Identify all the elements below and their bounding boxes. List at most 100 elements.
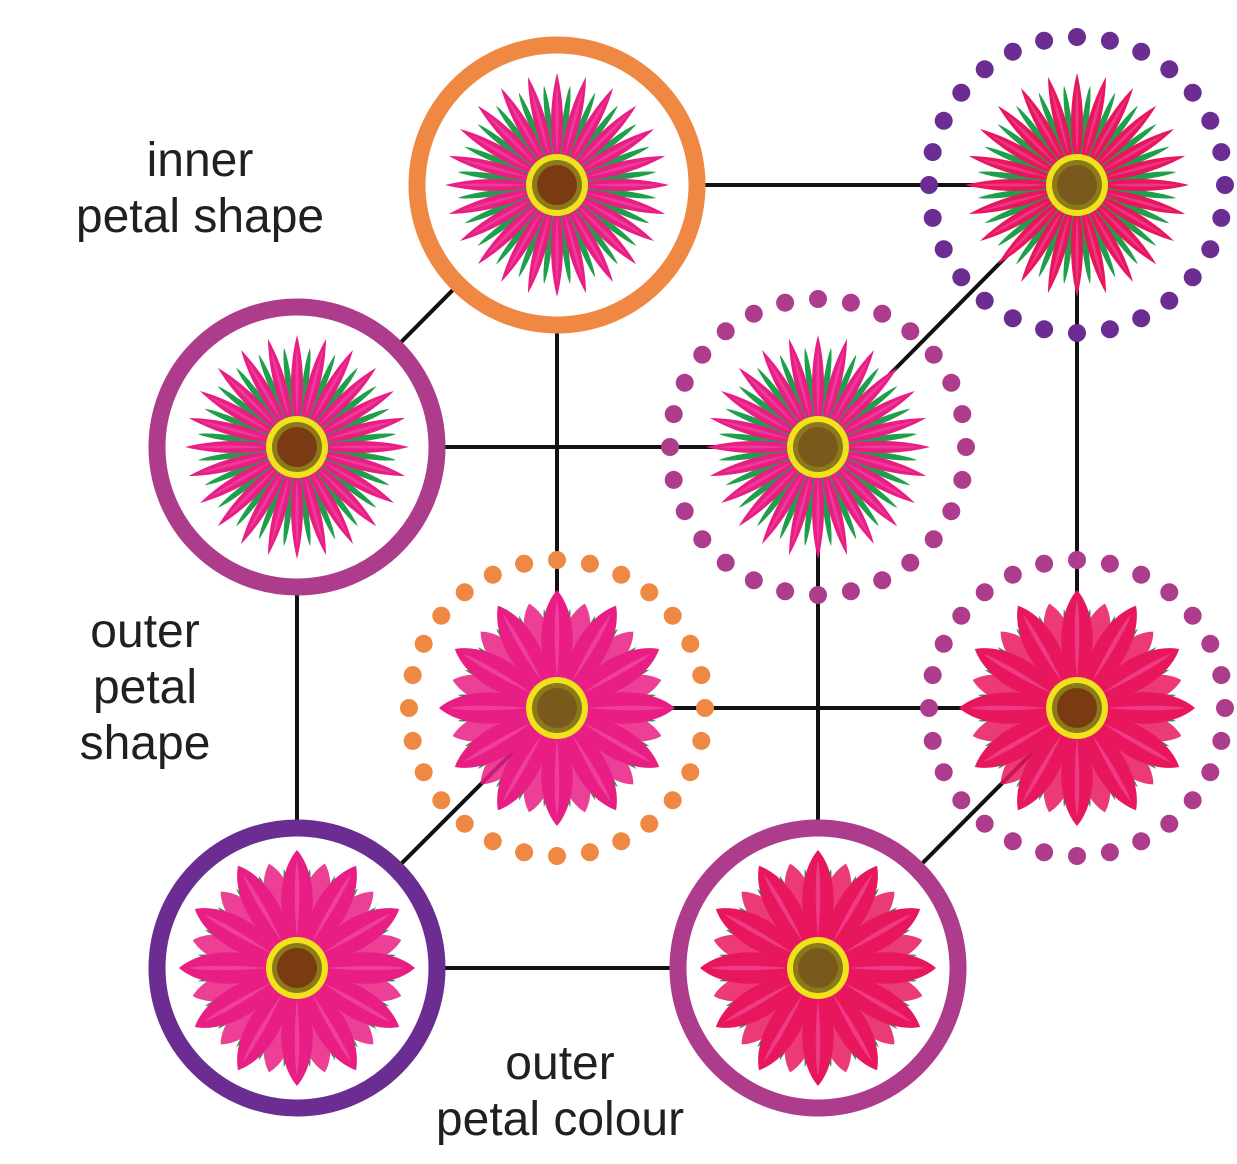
ring-dot bbox=[484, 832, 502, 850]
ring-dot bbox=[873, 305, 891, 323]
ring-dot bbox=[776, 294, 794, 312]
ring-dot bbox=[404, 666, 422, 684]
ring-dot bbox=[976, 815, 994, 833]
flower bbox=[445, 73, 669, 297]
outer-petal-colour-label: outer petal colour bbox=[380, 1036, 740, 1148]
ring-dot bbox=[415, 635, 433, 653]
ring-dot bbox=[745, 305, 763, 323]
ring-dot bbox=[842, 582, 860, 600]
cube-edges bbox=[297, 185, 1077, 968]
ring-dot bbox=[920, 699, 938, 717]
ring-dot bbox=[404, 732, 422, 750]
ring-dot bbox=[873, 571, 891, 589]
ring-dot bbox=[942, 374, 960, 392]
ring-dot bbox=[676, 374, 694, 392]
ring-dot bbox=[1160, 292, 1178, 310]
inner-petal-shape-label: inner petal shape bbox=[20, 133, 380, 245]
ring-dot bbox=[935, 240, 953, 258]
ring-dot bbox=[924, 143, 942, 161]
ring-dot bbox=[456, 815, 474, 833]
ring-dot bbox=[681, 635, 699, 653]
ring-dot bbox=[612, 832, 630, 850]
ring-dot bbox=[952, 791, 970, 809]
ring-dot bbox=[935, 112, 953, 130]
ring-dot bbox=[952, 607, 970, 625]
ring-dot bbox=[1035, 555, 1053, 573]
ring-dot bbox=[1101, 843, 1119, 861]
ring-dot bbox=[935, 635, 953, 653]
flower-center bbox=[277, 427, 317, 467]
outer-petal-shape-label: outer petal shape bbox=[30, 604, 260, 772]
flower-node bbox=[409, 37, 705, 333]
ring-dot bbox=[548, 847, 566, 865]
ring-dot bbox=[1184, 268, 1202, 286]
ring-dot bbox=[953, 405, 971, 423]
ring-dot bbox=[612, 566, 630, 584]
ring-dot bbox=[1184, 607, 1202, 625]
ring-dot bbox=[1101, 555, 1119, 573]
flower bbox=[965, 73, 1189, 297]
ring-dot bbox=[1035, 843, 1053, 861]
ring-dot bbox=[957, 438, 975, 456]
ring-dot bbox=[1035, 32, 1053, 50]
ring-dot bbox=[693, 346, 711, 364]
ring-dot bbox=[665, 405, 683, 423]
ring-dot bbox=[664, 607, 682, 625]
ring-dot bbox=[696, 699, 714, 717]
flower-node bbox=[149, 299, 445, 595]
ring-dot bbox=[1068, 847, 1086, 865]
ring-dot bbox=[692, 666, 710, 684]
ring-dot bbox=[1132, 309, 1150, 327]
ring-dot bbox=[776, 582, 794, 600]
ring-dot bbox=[1004, 832, 1022, 850]
ring-dot bbox=[1132, 43, 1150, 61]
ring-dot bbox=[1201, 763, 1219, 781]
ring-dot bbox=[901, 322, 919, 340]
ring-dot bbox=[1184, 84, 1202, 102]
ring-dot bbox=[681, 763, 699, 781]
ring-dot bbox=[1212, 143, 1230, 161]
ring-dot bbox=[665, 471, 683, 489]
flower-center bbox=[277, 948, 317, 988]
ring-dot bbox=[664, 791, 682, 809]
inner-petal-shape-label-line: petal shape bbox=[20, 189, 380, 245]
outer-petal-colour-label-line: petal colour bbox=[380, 1092, 740, 1148]
inner-petal-shape-label-line: inner bbox=[20, 133, 380, 189]
ring-dot bbox=[1068, 551, 1086, 569]
ring-dot bbox=[1132, 566, 1150, 584]
ring-dot bbox=[400, 699, 418, 717]
flower-center bbox=[798, 948, 838, 988]
ring-dot bbox=[1004, 43, 1022, 61]
outer-petal-shape-label-line: outer bbox=[30, 604, 260, 660]
ring-dot bbox=[1101, 320, 1119, 338]
ring-dot bbox=[676, 502, 694, 520]
ring-dot bbox=[925, 530, 943, 548]
ring-dot bbox=[548, 551, 566, 569]
ring-dot bbox=[745, 571, 763, 589]
ring-dot bbox=[842, 294, 860, 312]
ring-dot bbox=[717, 554, 735, 572]
ring-dot bbox=[925, 346, 943, 364]
flower-center bbox=[798, 427, 838, 467]
ring-dot bbox=[1101, 32, 1119, 50]
ring-dot bbox=[432, 607, 450, 625]
ring-dot bbox=[484, 566, 502, 584]
ring-dot bbox=[1216, 699, 1234, 717]
ring-dot bbox=[942, 502, 960, 520]
flower bbox=[706, 335, 930, 559]
flower-center bbox=[537, 165, 577, 205]
ring-dot bbox=[952, 268, 970, 286]
ring-dot bbox=[515, 555, 533, 573]
ring-dot bbox=[1004, 309, 1022, 327]
ring-dot bbox=[432, 791, 450, 809]
ring-dot bbox=[581, 843, 599, 861]
ring-dot bbox=[1212, 732, 1230, 750]
ring-dot bbox=[920, 176, 938, 194]
ring-dot bbox=[976, 292, 994, 310]
ring-dot bbox=[640, 815, 658, 833]
ring-dot bbox=[415, 763, 433, 781]
ring-dot bbox=[901, 554, 919, 572]
ring-dot bbox=[1184, 791, 1202, 809]
ring-dot bbox=[1212, 666, 1230, 684]
outer-petal-shape-label-line: petal bbox=[30, 660, 260, 716]
